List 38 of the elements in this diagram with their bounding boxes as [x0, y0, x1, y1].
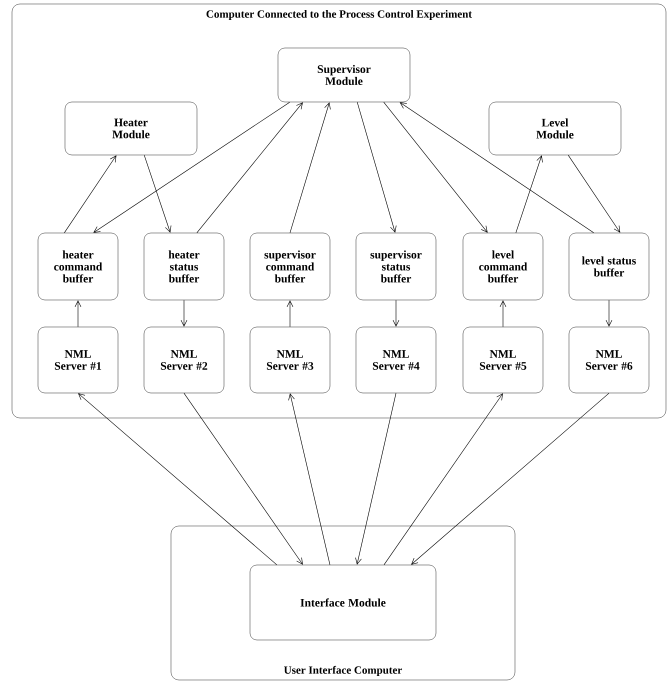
module-box: heater command buffer	[38, 232, 118, 300]
arrow	[383, 102, 488, 233]
arrow	[400, 102, 594, 234]
arrow	[196, 102, 303, 234]
arrow	[74, 300, 82, 328]
arrow	[78, 393, 278, 566]
module-box: heater status buffer	[144, 232, 224, 300]
module-box: NML Server #4	[356, 326, 436, 394]
arrow	[93, 102, 290, 233]
module-box: supervisor command buffer	[250, 232, 330, 300]
module-box: Level Module	[488, 102, 622, 156]
arrow	[144, 154, 172, 233]
arrow	[384, 393, 503, 566]
arrow	[180, 300, 188, 327]
arrow	[500, 300, 506, 328]
arrow	[516, 155, 543, 234]
module-box: NML Server #2	[144, 326, 224, 394]
module-box: supervisor status buffer	[356, 232, 436, 300]
module-box: NML Server #5	[462, 326, 544, 394]
module-box: level status buffer	[568, 232, 650, 300]
arrow	[184, 392, 303, 565]
module-box: level command buffer	[462, 232, 544, 300]
module-box: Interface Module	[250, 564, 436, 640]
arrow	[64, 155, 116, 234]
arrow	[286, 300, 294, 328]
module-box: NML Server #3	[250, 326, 330, 394]
arrow	[568, 154, 620, 233]
module-box: Supervisor Module	[278, 48, 410, 102]
module-box: NML Server #6	[568, 326, 650, 394]
module-box: Heater Module	[64, 102, 198, 156]
arrow	[411, 392, 610, 565]
module-box: NML Server #1	[38, 326, 118, 394]
arrow	[392, 300, 400, 327]
arrow	[356, 102, 397, 233]
arrow	[355, 392, 396, 565]
arrow	[606, 300, 612, 327]
arrow	[290, 102, 331, 234]
arrow	[288, 393, 330, 566]
